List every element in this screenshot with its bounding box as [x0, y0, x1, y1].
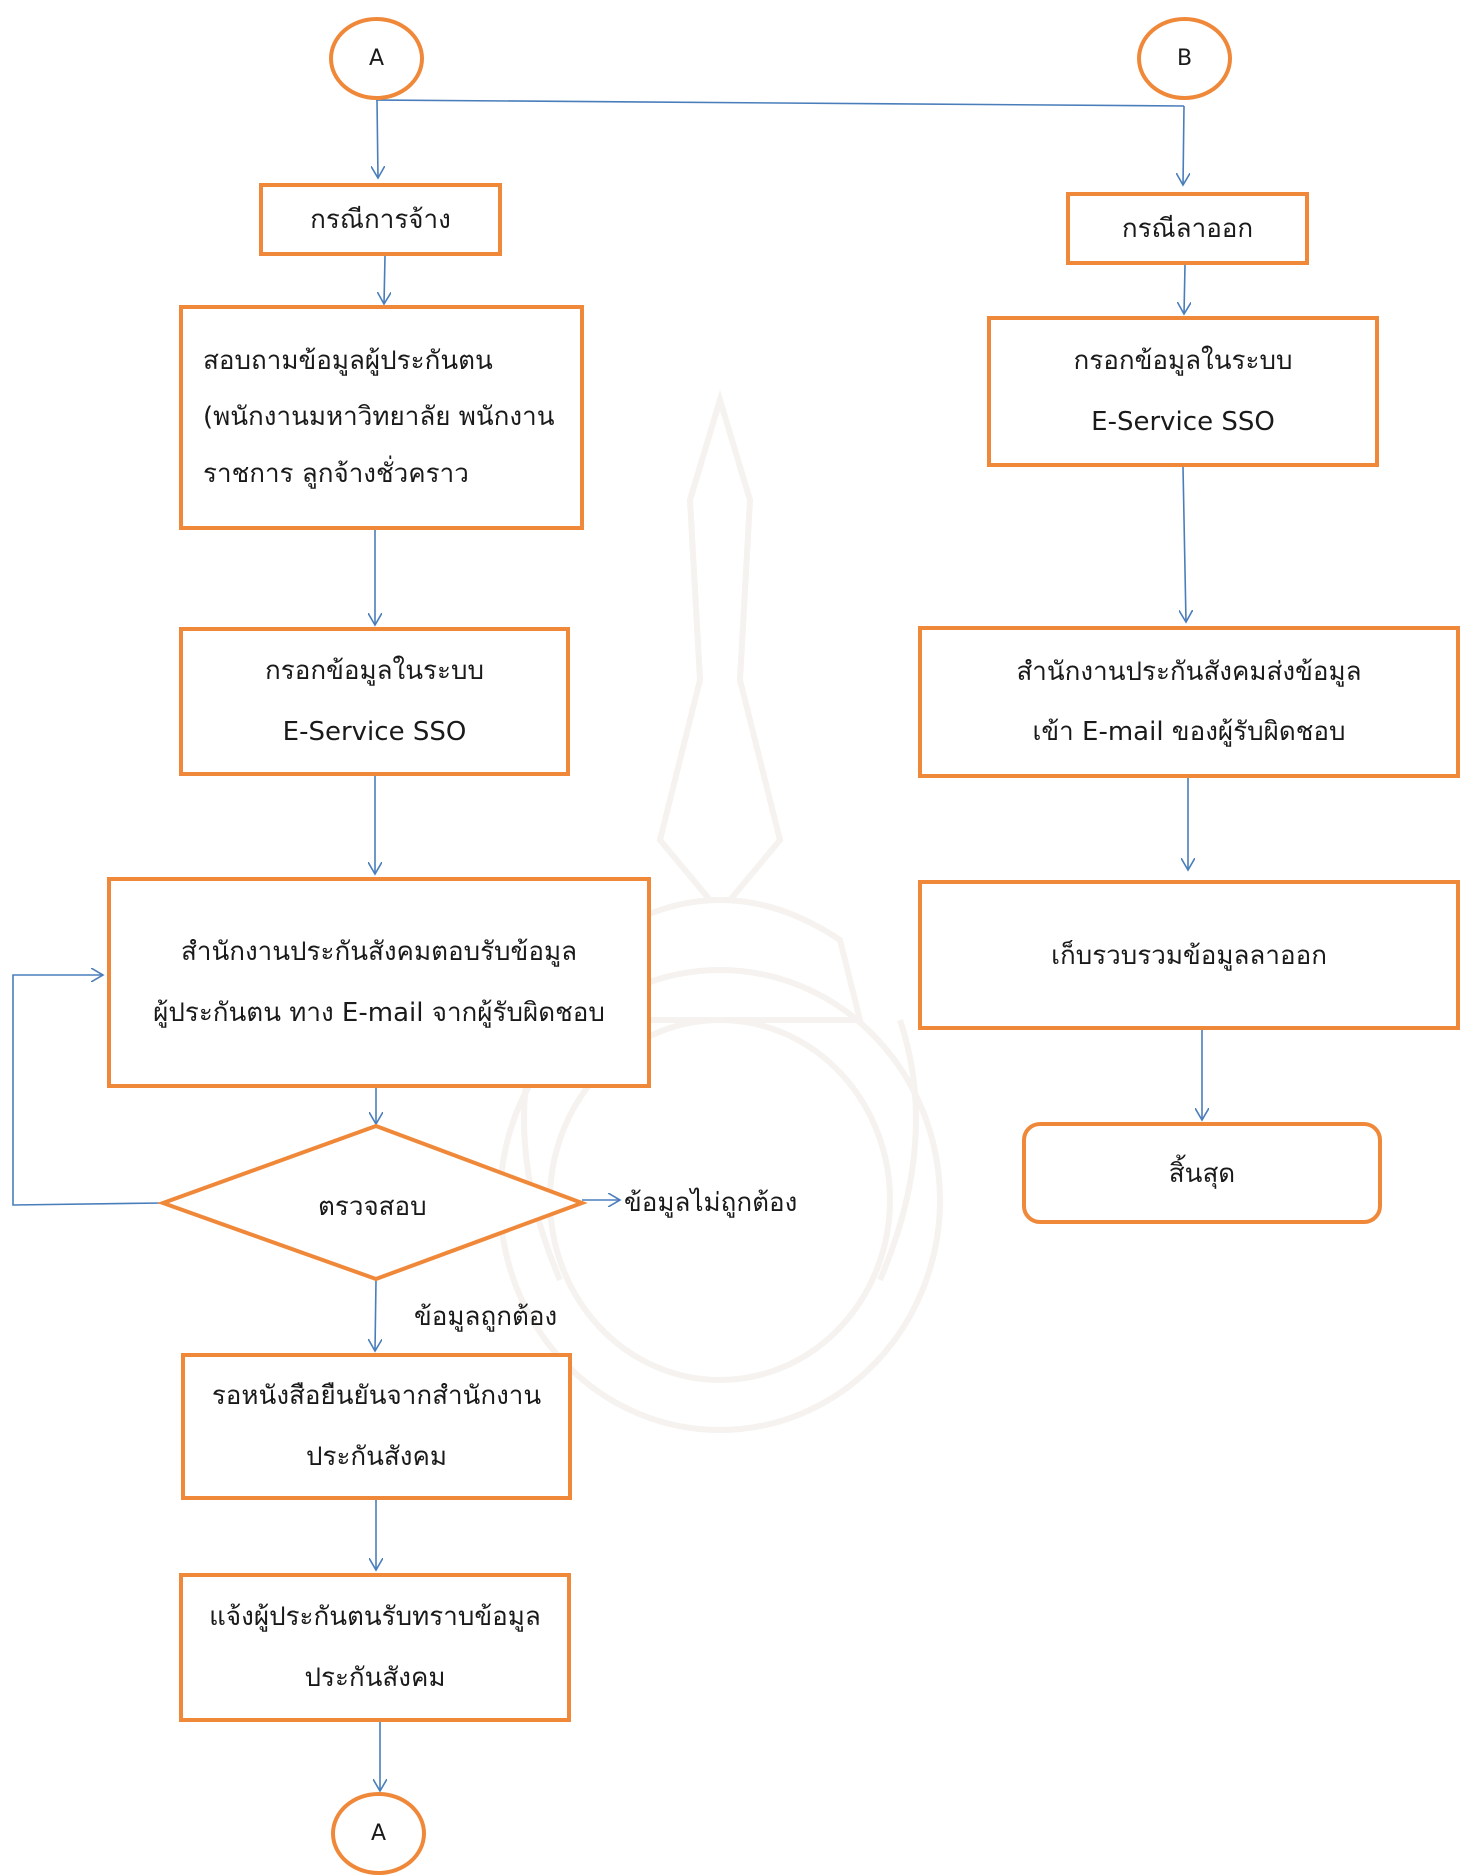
correct-data-label: ข้อมูลถูกต้อง	[414, 1302, 558, 1332]
decision-diamond	[157, 1123, 588, 1282]
connector-a-bottom: A	[331, 1792, 426, 1875]
incorrect-data-label: ข้อมูลไม่ถูกต้อง	[624, 1188, 798, 1218]
sso-reply-box: สำนักงานประกันสังคมตอบรับข้อมูลผู้ประกัน…	[107, 877, 651, 1088]
resign-case-box: กรณีลาออก	[1066, 192, 1309, 265]
wait-confirmation-box: รอหนังสือยืนยันจากสำนักงานประกันสังคม	[181, 1353, 572, 1500]
hire-case-box: กรณีการจ้าง	[259, 183, 502, 256]
sso-send-box: สำนักงานประกันสังคมส่งข้อมูลเข้า E-mail …	[918, 626, 1460, 778]
inquire-insured-box: สอบถามข้อมูลผู้ประกันตน (พนักงานมหาวิทยา…	[179, 305, 584, 530]
end-terminal: สิ้นสุด	[1022, 1122, 1382, 1224]
decision-label: ตรวจสอบ	[318, 1192, 427, 1222]
connector-b-top: B	[1137, 17, 1232, 100]
connector-a-top: A	[329, 17, 424, 100]
notify-insured-box: แจ้งผู้ประกันตนรับทราบข้อมูลประกันสังคม	[179, 1573, 571, 1722]
collect-resign-data-box: เก็บรวบรวมข้อมูลลาออก	[918, 880, 1460, 1030]
